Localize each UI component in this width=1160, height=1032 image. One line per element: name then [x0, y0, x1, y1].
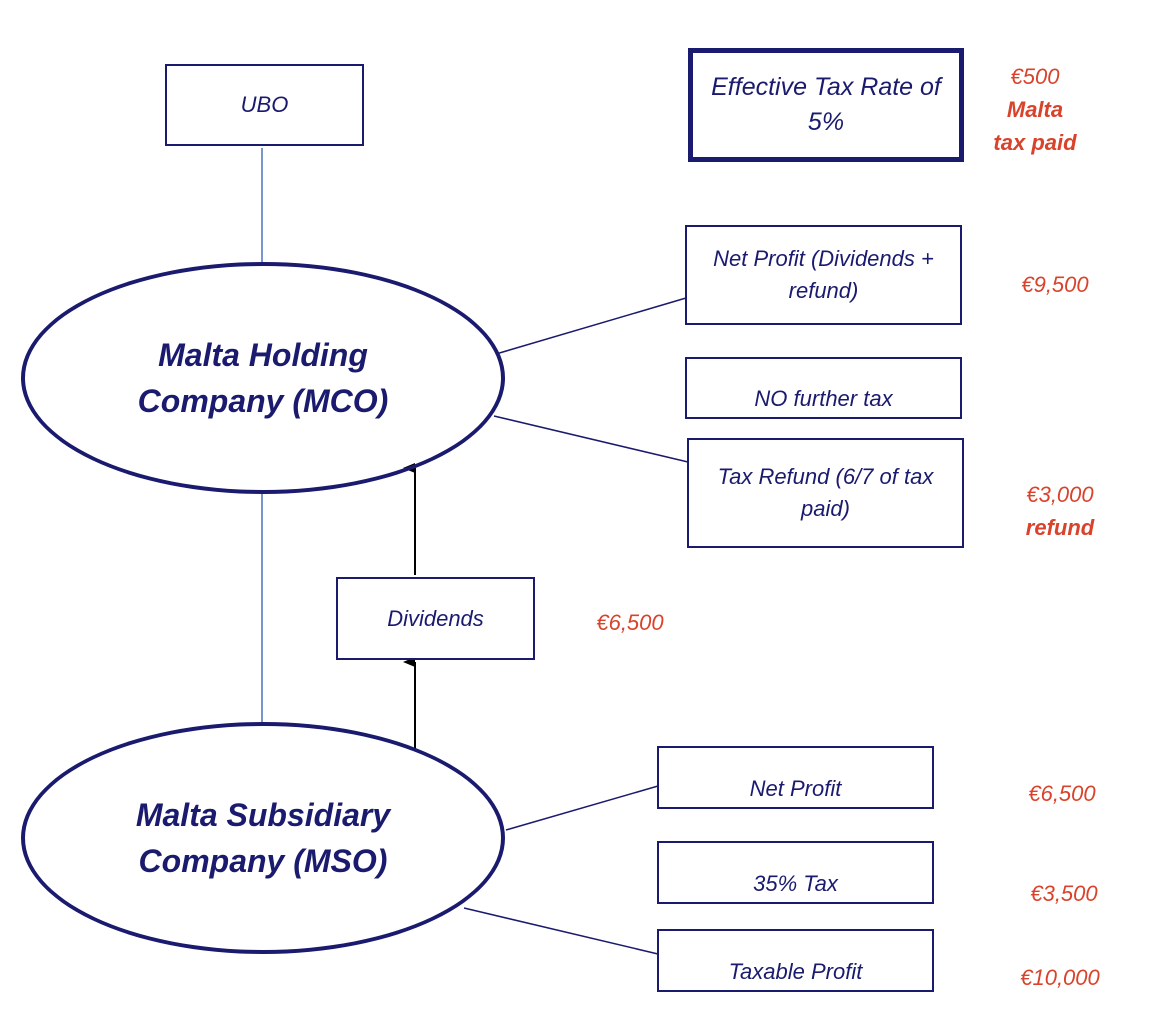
dividends-value: €6,500 — [596, 610, 664, 635]
effective-tax-rate-label: Effective Tax Rate of 5% — [711, 73, 941, 136]
net-profit-mso-value: €6,500 — [1028, 781, 1096, 806]
taxable-profit-value: €10,000 — [1020, 965, 1100, 990]
tax-35-label: 35% Tax — [753, 871, 838, 897]
holding-company-ellipse: Malta Holding Company (MCO) — [21, 262, 505, 494]
refund-value: €3,000 — [1026, 482, 1094, 507]
effective-tax-rate-box: Effective Tax Rate of 5% — [688, 48, 964, 162]
net-profit-mco-label: Net Profit (Dividends + refund) — [713, 246, 934, 303]
subsidiary-company-label: Malta Subsidiary Company (MSO) — [135, 796, 391, 879]
net-profit-mso-label: Net Profit — [749, 776, 842, 802]
mco-net-profit-line — [495, 297, 687, 355]
refund-label: refund — [1025, 515, 1095, 540]
net-profit-mco-value: €9,500 — [1021, 272, 1089, 297]
net-profit-mso-box: Net Profit — [657, 746, 934, 809]
tax-35-box: 35% Tax — [657, 841, 934, 904]
mso-net-profit-line — [505, 785, 659, 831]
tax-35-amount: €3,500 — [1014, 877, 1114, 910]
net-profit-mso-amount: €6,500 — [1012, 777, 1112, 810]
ubo-label: UBO — [240, 92, 289, 118]
malta-tax-paid-amount: €500 Malta tax paid — [985, 60, 1085, 159]
tax-refund-box: Tax Refund (6/7 of tax paid) — [687, 438, 964, 548]
malta-tax-paid-label2: tax paid — [993, 130, 1077, 155]
holding-company-label: Malta Holding Company (MCO) — [137, 336, 389, 419]
dividends-label: Dividends — [387, 605, 484, 631]
net-profit-mco-amount: €9,500 — [1005, 268, 1105, 301]
taxable-profit-amount: €10,000 — [1005, 961, 1115, 994]
subsidiary-company-ellipse: Malta Subsidiary Company (MSO) — [21, 722, 505, 954]
refund-amount: €3,000 refund — [1010, 478, 1110, 544]
no-further-tax-box: NO further tax — [685, 357, 962, 419]
tax-refund-label: Tax Refund (6/7 of tax paid) — [717, 464, 934, 521]
mso-taxable-profit-line — [463, 907, 659, 955]
ubo-box: UBO — [165, 64, 364, 146]
tax-35-value: €3,500 — [1030, 881, 1098, 906]
malta-tax-paid-value: €500 — [1010, 64, 1060, 89]
net-profit-mco-box: Net Profit (Dividends + refund) — [685, 225, 962, 325]
malta-tax-paid-label: Malta — [1006, 97, 1064, 122]
taxable-profit-box: Taxable Profit — [657, 929, 934, 992]
dividends-amount: €6,500 — [580, 606, 680, 639]
mco-tax-refund-line — [493, 415, 689, 463]
taxable-profit-label: Taxable Profit — [728, 959, 863, 985]
dividends-box: Dividends — [336, 577, 535, 660]
no-further-tax-label: NO further tax — [754, 386, 893, 412]
